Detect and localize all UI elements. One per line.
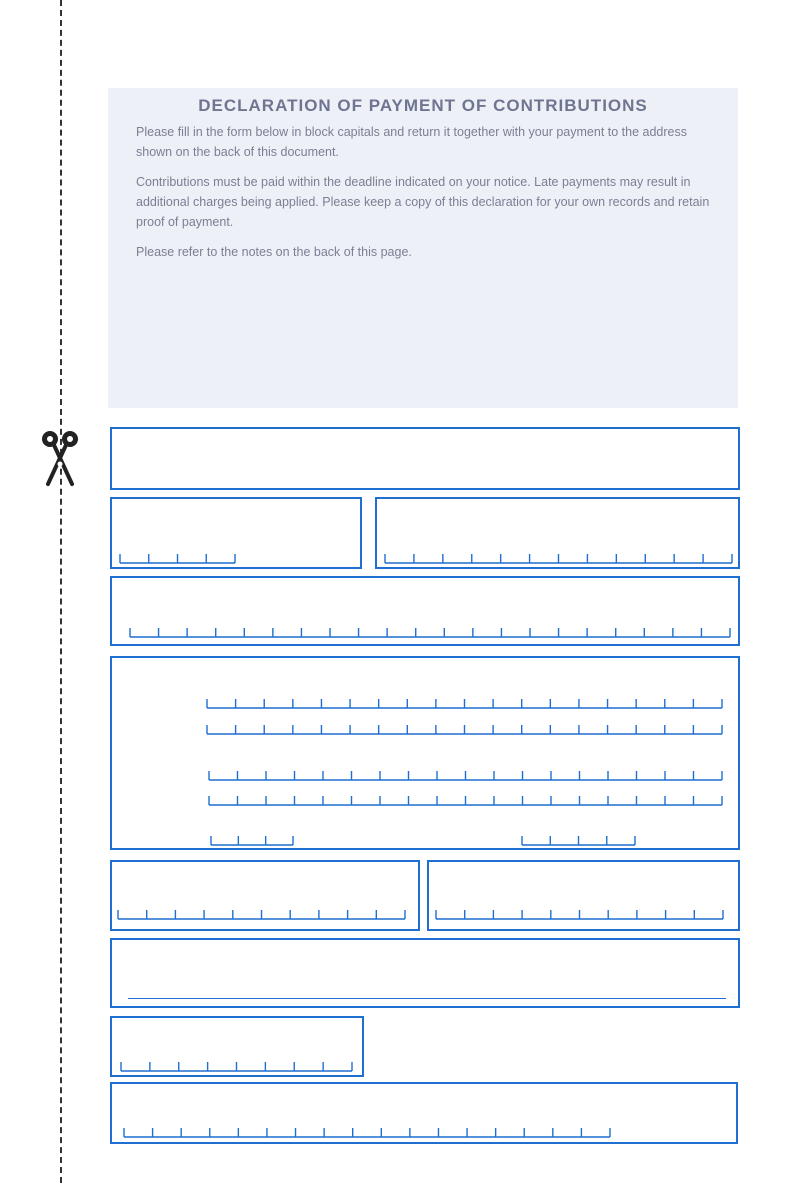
field-box-5[interactable] bbox=[110, 656, 740, 850]
instruction-paragraph-1: Please fill in the form below in block c… bbox=[136, 125, 687, 159]
field-box-3[interactable] bbox=[375, 497, 740, 569]
field-box-10[interactable] bbox=[110, 1082, 738, 1144]
form-title: DECLARATION OF PAYMENT OF CONTRIBUTIONS bbox=[198, 96, 648, 115]
signature-line[interactable] bbox=[128, 998, 726, 999]
field-box-2[interactable] bbox=[110, 497, 362, 569]
field-box-8[interactable] bbox=[110, 938, 740, 1008]
scissors-icon bbox=[42, 431, 78, 486]
instructions-panel: DECLARATION OF PAYMENT OF CONTRIBUTIONS … bbox=[108, 88, 738, 408]
cut-line bbox=[60, 0, 62, 1183]
field-box-1[interactable] bbox=[110, 427, 740, 490]
instruction-paragraph-2: Contributions must be paid within the de… bbox=[136, 175, 710, 229]
instruction-paragraph-3: Please refer to the notes on the back of… bbox=[136, 245, 412, 259]
field-box-4[interactable] bbox=[110, 576, 740, 646]
